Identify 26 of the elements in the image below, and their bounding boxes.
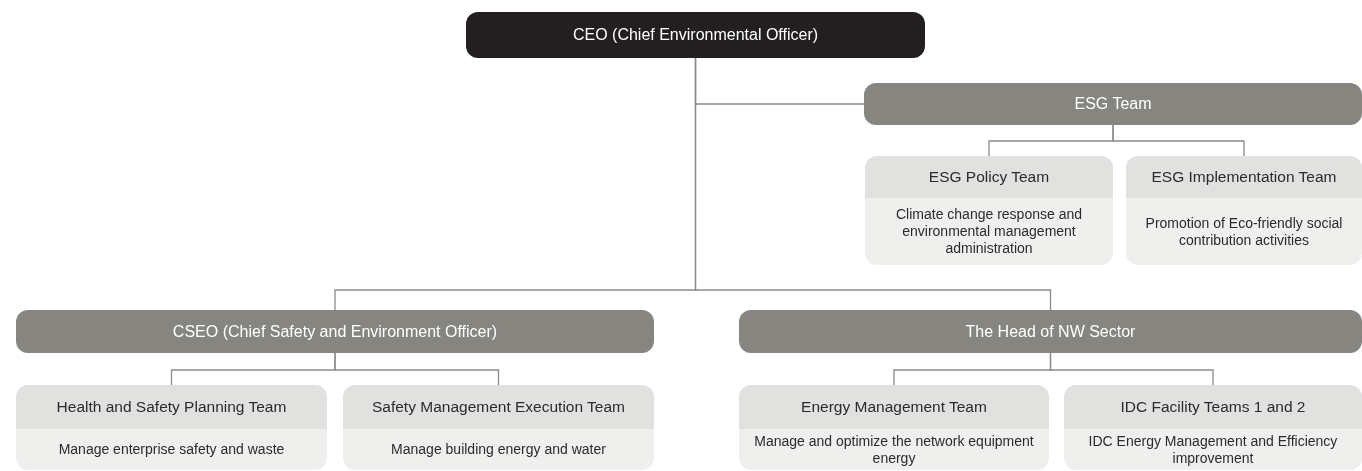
team-name: Energy Management Team [739, 385, 1049, 429]
team-card [1064, 385, 1362, 470]
team-name: Safety Management Execution Team [343, 385, 654, 429]
sector-bar: The Head of NW Sector [739, 310, 1362, 353]
team-name: ESG Implementation Team [1126, 156, 1362, 198]
connector-line [694, 57, 1052, 311]
team-name: Health and Safety Planning Team [16, 385, 327, 429]
team-description: Manage building energy and water [343, 429, 654, 470]
team-card [343, 385, 654, 470]
team-description: Manage and optimize the network equipment energy [739, 429, 1049, 470]
officer-bar: CSEO (Chief Safety and Environment Officer) [16, 310, 654, 353]
team-description: Climate change response and environmental management administration [865, 198, 1113, 265]
team-description: IDC Energy Management and Efficiency improvement [1064, 429, 1362, 470]
team-card [739, 385, 1049, 470]
executive-box: CEO (Chief Environmental Officer) [466, 12, 925, 58]
team-bar: ESG Team [864, 83, 1362, 125]
team-description: Promotion of Eco-friendly social contribution activities [1126, 198, 1362, 265]
connector-line [1049, 352, 1214, 386]
team-name: ESG Policy Team [865, 156, 1113, 198]
team-name: IDC Facility Teams 1 and 2 [1064, 385, 1362, 429]
team-description: Manage enterprise safety and waste [16, 429, 327, 470]
team-card [1126, 156, 1362, 265]
connector-line [1112, 124, 1245, 157]
team-card [865, 156, 1113, 265]
connector-line [334, 352, 500, 386]
team-card [16, 385, 327, 470]
